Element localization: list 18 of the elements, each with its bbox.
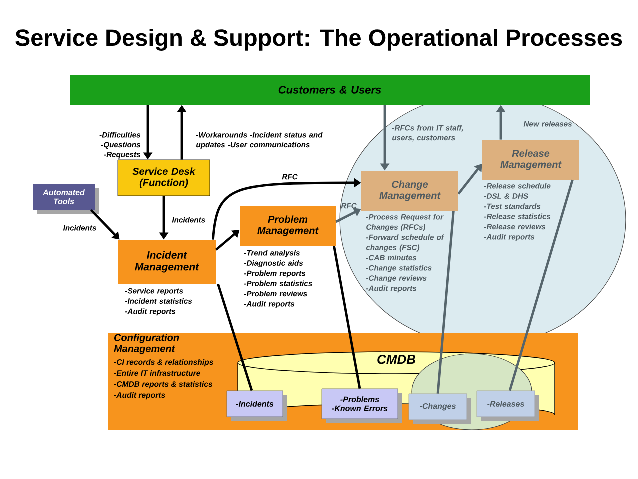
connector-line (508, 180, 574, 392)
process-box: Release Management (482, 140, 580, 180)
tool-box: Automated Tools (33, 184, 99, 214)
connector-line (217, 284, 254, 392)
record-box: -Changes (408, 394, 471, 424)
service-desk-box: Service Desk (Function) (118, 160, 210, 196)
connector-line (436, 211, 455, 394)
title: Service Design & Support: The Operational Processes (16, 29, 622, 51)
connector-line (333, 246, 362, 389)
record-box: -Problems -Known Errors (322, 388, 402, 423)
process-box: Incident Management (118, 240, 216, 284)
banner: Customers & Users (70, 75, 590, 105)
record-box: -Releases (476, 390, 539, 421)
process-box: Problem Management (240, 206, 336, 246)
node-label: CMDB (378, 354, 416, 364)
arrow (458, 164, 482, 195)
record-box: -Incidents (226, 390, 287, 421)
process-box: Change Management (362, 171, 458, 211)
